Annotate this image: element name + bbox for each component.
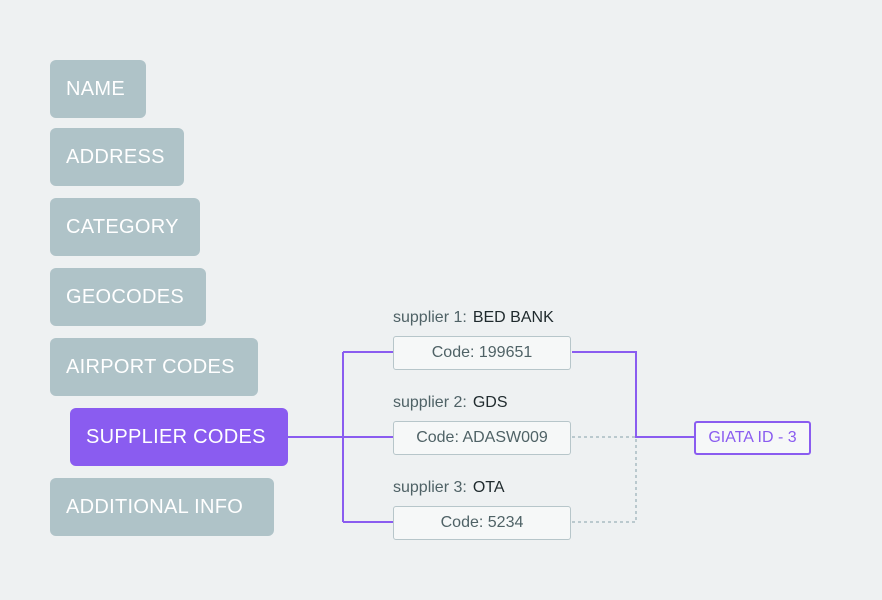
supplier-1-type: BED BANK (472, 309, 554, 326)
field-tag-name[interactable]: NAME (50, 60, 146, 118)
supplier-1-prefix: supplier 1: (393, 309, 467, 326)
supplier-2-type: GDS (472, 394, 508, 411)
supplier-1-code-box[interactable]: Code: 199651 (393, 336, 571, 370)
supplier-2-label: supplier 2: GDS (393, 394, 508, 412)
supplier-3-type: OTA (472, 479, 505, 496)
field-tag-category[interactable]: CATEGORY (50, 198, 200, 256)
field-tag-address[interactable]: ADDRESS (50, 128, 184, 186)
field-tag-additional-info[interactable]: ADDITIONAL INFO (50, 478, 274, 536)
field-tag-geocodes[interactable]: GEOCODES (50, 268, 206, 326)
supplier-1-label: supplier 1: BED BANK (393, 309, 554, 327)
supplier-2-code-box[interactable]: Code: ADASW009 (393, 421, 571, 455)
supplier-3-prefix: supplier 3: (393, 479, 467, 496)
link-supplier-1-to-giata (572, 351, 694, 438)
supplier-3-label: supplier 3: OTA (393, 479, 505, 497)
dashed-link-supplier-3 (572, 437, 637, 523)
supplier-2-prefix: supplier 2: (393, 394, 467, 411)
giata-id-box[interactable]: GIATA ID - 3 (694, 421, 811, 455)
field-tag-airport-codes[interactable]: AIRPORT CODES (50, 338, 258, 396)
supplier-3-code-box[interactable]: Code: 5234 (393, 506, 571, 540)
field-tag-supplier-codes[interactable]: SUPPLIER CODES (70, 408, 288, 466)
